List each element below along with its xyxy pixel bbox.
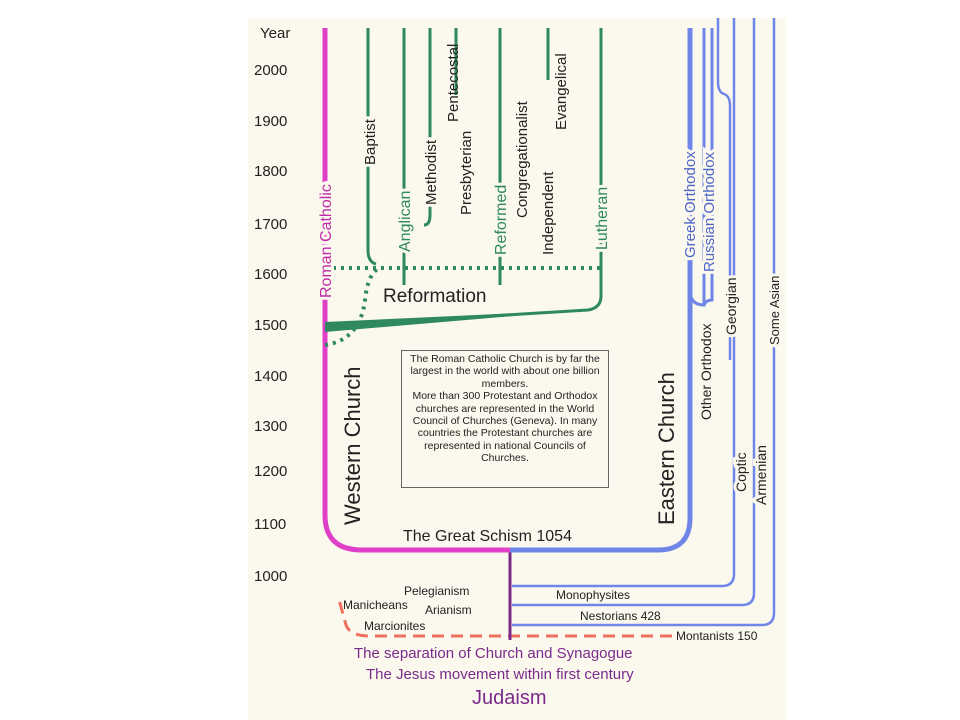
label-western-church: Western Church bbox=[340, 366, 365, 525]
label-separation: The separation of Church and Synagogue bbox=[354, 645, 633, 662]
year-axis-title: Year bbox=[260, 25, 290, 42]
year-tick-1000: 1000 bbox=[254, 568, 287, 585]
year-axis: Year 2000 1900 1800 1700 1600 1500 1400 … bbox=[254, 25, 290, 585]
armenian-coptic-line bbox=[512, 18, 756, 607]
label-eastern-church: Eastern Church bbox=[654, 372, 679, 525]
year-tick-2000: 2000 bbox=[254, 62, 287, 79]
oriental-branches bbox=[512, 18, 776, 627]
year-tick-1200: 1200 bbox=[254, 463, 287, 480]
vertical-labels: Roman Catholic Western Church Baptist An… bbox=[315, 44, 785, 525]
eastern-church-line bbox=[510, 28, 693, 553]
label-russian-orthodox: Russian Orthodox bbox=[701, 151, 718, 272]
label-independent: Independent bbox=[540, 171, 557, 255]
label-judaism: Judaism bbox=[472, 687, 546, 709]
label-great-schism: The Great Schism 1054 bbox=[403, 528, 572, 545]
label-monophysites: Monophysites bbox=[556, 588, 630, 602]
year-tick-1600: 1600 bbox=[254, 266, 287, 283]
baptist-line bbox=[366, 28, 377, 266]
label-marcionites: Marcionites bbox=[364, 619, 425, 633]
georgian-branch bbox=[716, 18, 732, 360]
note-line-2: More than 300 Protestant and Orthodox ch… bbox=[412, 390, 598, 465]
label-manicheans: Manicheans bbox=[343, 598, 408, 612]
label-baptist: Baptist bbox=[362, 118, 379, 165]
label-armenian: Armenian bbox=[753, 445, 769, 505]
year-tick-1800: 1800 bbox=[254, 163, 287, 180]
label-montanists: Montanists 150 bbox=[676, 629, 758, 643]
label-roman-catholic: Roman Catholic bbox=[318, 184, 335, 298]
label-evangelical: Evangelical bbox=[553, 53, 570, 130]
horizontal-labels: Reformation The Great Schism 1054 Pelegi… bbox=[343, 283, 758, 709]
label-congregationalist: Congregationalist bbox=[514, 100, 531, 218]
label-coptic: Coptic bbox=[733, 452, 749, 492]
label-anglican: Anglican bbox=[397, 191, 414, 252]
nestorians-line bbox=[512, 18, 776, 627]
label-pentecostal: Pentecostal bbox=[445, 44, 462, 122]
monophysites-line bbox=[512, 18, 736, 588]
heresy-main-line bbox=[336, 595, 672, 638]
year-tick-1300: 1300 bbox=[254, 418, 287, 435]
label-reformation: Reformation bbox=[383, 286, 487, 307]
methodist-line bbox=[423, 28, 432, 227]
year-tick-1400: 1400 bbox=[254, 368, 287, 385]
label-presbyterian: Presbyterian bbox=[458, 131, 475, 215]
year-tick-1900: 1900 bbox=[254, 113, 287, 130]
label-lutheran: Lutheran bbox=[594, 187, 611, 250]
note-line-1: The Roman Catholic Church is by far the … bbox=[410, 353, 600, 390]
label-reformed: Reformed bbox=[493, 185, 510, 255]
heresy-branches bbox=[336, 595, 672, 638]
label-other-orthodox: Other Orthodox bbox=[698, 324, 714, 421]
reformation-branches bbox=[324, 28, 603, 347]
label-some-asian: Some Asian bbox=[767, 276, 782, 345]
label-pelegianism: Pelegianism bbox=[404, 584, 469, 598]
year-tick-1100: 1100 bbox=[254, 516, 286, 533]
label-arianism: Arianism bbox=[425, 603, 472, 617]
catholic-western-line bbox=[322, 28, 510, 553]
label-methodist: Methodist bbox=[423, 139, 440, 205]
label-nestorians: Nestorians 428 bbox=[580, 609, 661, 623]
label-georgian: Georgian bbox=[723, 277, 739, 335]
year-tick-1500: 1500 bbox=[254, 317, 287, 334]
info-note-box: The Roman Catholic Church is by far the … bbox=[401, 350, 609, 488]
reformation-dotted-lower bbox=[324, 266, 381, 347]
label-jesus-movement: The Jesus movement within first century bbox=[366, 666, 634, 683]
label-greek-orthodox: Greek Orthodox bbox=[682, 151, 699, 258]
lutheran-line bbox=[324, 28, 603, 328]
year-tick-1700: 1700 bbox=[254, 216, 287, 233]
